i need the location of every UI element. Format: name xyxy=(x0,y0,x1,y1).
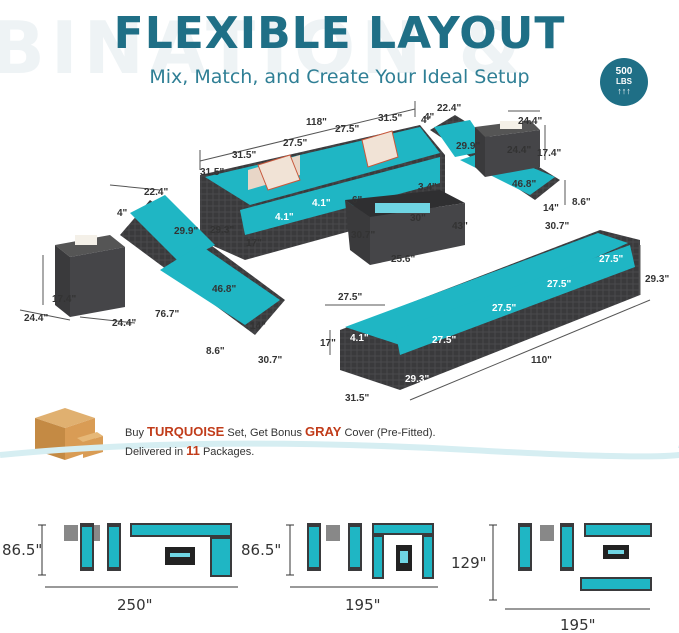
firepit-height: 25.6" xyxy=(391,254,416,265)
fire-pit-table xyxy=(345,190,465,265)
long-sofa-arm: 4.1" xyxy=(350,333,369,344)
long-sofa-depth: 31.5" xyxy=(345,393,370,404)
page-title: FLEXIBLE LAYOUT xyxy=(113,8,566,59)
weight-capacity-badge: 500 LBS ↑↑↑ xyxy=(600,58,648,106)
firepit-length: 43" xyxy=(452,221,468,232)
sectional-seg1: 31.5" xyxy=(232,150,257,161)
promo-turquoise: TURQUOISE xyxy=(147,424,225,439)
layout2-width: 195" xyxy=(345,596,381,614)
promo-delivery-line: Delivered in 11 Packages. xyxy=(125,443,255,458)
sectional-seg4: 31.5" xyxy=(378,113,403,124)
firepit-inner: 3.4" xyxy=(418,182,437,193)
side-table-left-height: 17.4" xyxy=(52,294,77,305)
side-table-right xyxy=(475,120,540,177)
sectional-seat-width: 29.3" xyxy=(210,225,235,236)
lounger-right-height: 14" xyxy=(543,203,559,214)
side-table-left xyxy=(55,235,125,317)
sectional-sofa xyxy=(200,125,445,260)
layout1-width: 250" xyxy=(117,596,153,614)
lounger-right-width: 22.4" xyxy=(437,103,462,114)
background-watermark: BINATION & xyxy=(0,6,528,90)
side-table-right-height: 17.4" xyxy=(537,148,562,159)
layout1-height: 86.5" xyxy=(2,541,43,559)
sectional-seg3: 27.5" xyxy=(335,124,360,135)
lounger-left-width: 22.4" xyxy=(144,187,169,198)
lounger-left-leg: 8.6" xyxy=(206,346,225,357)
lounger-left-depth: 30.7" xyxy=(258,355,283,366)
sectional-gap: 6" xyxy=(352,195,363,206)
promo-gray: GRAY xyxy=(305,424,342,439)
lounger-left xyxy=(120,195,285,335)
long-sofa-seat1: 27.5" xyxy=(338,292,363,303)
lounger-right-arm: 4" xyxy=(424,112,435,123)
lounger-left-height: 14" xyxy=(250,321,266,332)
lift-arrows-icon: ↑↑↑ xyxy=(617,86,631,96)
long-sofa-seat3: 27.5" xyxy=(492,303,517,314)
page-subtitle: Mix, Match, and Create Your Ideal Setup xyxy=(149,66,530,88)
long-sofa-length: 110" xyxy=(531,355,552,366)
long-sofa xyxy=(340,230,640,390)
long-sofa-seat5: 27.5" xyxy=(599,254,624,265)
promo-offer-line: Buy TURQUOISE Set, Get Bonus GRAY Cover … xyxy=(125,424,436,439)
long-sofa-height: 17" xyxy=(320,338,336,349)
sectional-corner-depth: 31.5" xyxy=(200,167,225,178)
long-sofa-seat2: 27.5" xyxy=(432,335,457,346)
weight-value: 500 xyxy=(615,66,633,77)
layout-diagrams xyxy=(38,523,652,610)
promo-package-count: 11 xyxy=(186,443,200,458)
side-table-right-width: 24.4" xyxy=(518,116,543,127)
sectional-top: 4" xyxy=(421,115,432,126)
side-table-left-width: 24.4" xyxy=(24,313,49,324)
long-sofa-seat4: 27.5" xyxy=(547,279,572,290)
sectional-seg2: 27.5" xyxy=(283,138,308,149)
weight-unit: LBS xyxy=(616,77,632,86)
side-table-left-depth: 24.4" xyxy=(112,318,137,329)
side-table-right-depth: 24.4" xyxy=(507,145,532,156)
sectional-height: 17" xyxy=(246,238,262,249)
lounger-right-length: 46.8" xyxy=(512,179,537,190)
layout2-height: 86.5" xyxy=(241,541,282,559)
lounger-right-depth: 30.7" xyxy=(545,221,570,232)
sectional-arm: 4.1" xyxy=(275,212,294,223)
promo-wave xyxy=(0,440,679,460)
pillow-right xyxy=(361,130,399,168)
lounger-left-length: 46.8" xyxy=(212,284,237,295)
long-sofa-seat-depth: 29.3" xyxy=(405,374,430,385)
firepit-depth: 30.7" xyxy=(351,230,376,241)
lounger-left-back: 29.9" xyxy=(174,226,199,237)
firepit-width: 30" xyxy=(410,213,426,224)
lounger-right-leg: 8.6" xyxy=(572,197,591,208)
lounger-left-full: 76.7" xyxy=(155,309,180,320)
furniture-illustration xyxy=(19,101,651,401)
lounger-left-arm: 4" xyxy=(117,208,128,219)
long-sofa-seat-depth-end: 29.3" xyxy=(645,274,670,285)
layout3-width: 195" xyxy=(560,616,596,633)
dimension-lines xyxy=(19,101,651,401)
sectional-total-width: 118" xyxy=(306,117,327,128)
layout3-height: 129" xyxy=(451,554,487,572)
sectional-arm2: 4.1" xyxy=(312,198,331,209)
lounger-right-back: 29.9" xyxy=(456,141,481,152)
